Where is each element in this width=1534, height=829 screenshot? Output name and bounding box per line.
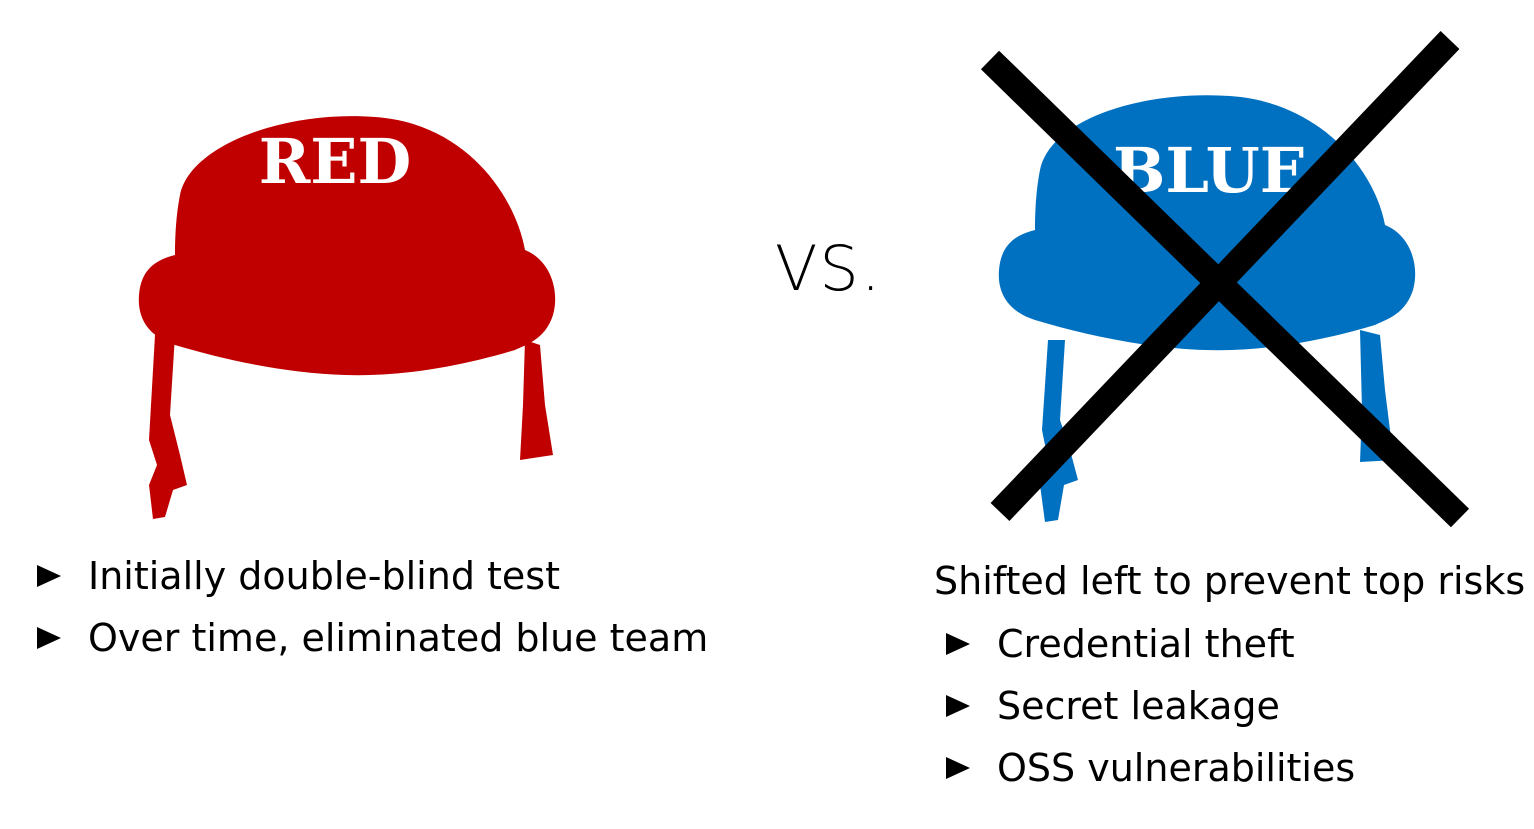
bullet-triangle-icon — [946, 695, 970, 717]
red-helmet-stencil: RED — [259, 125, 412, 198]
list-item: Credential theft — [946, 613, 1355, 675]
bullet-triangle-icon — [946, 633, 970, 655]
list-item-text: Secret leakage — [997, 684, 1280, 728]
blue-helmet-illustration: BLUE — [980, 30, 1480, 530]
blue-team-bullet-list: Credential theft Secret leakage OSS vuln… — [946, 613, 1355, 799]
red-helmet-illustration: RED — [135, 105, 560, 525]
list-item: Secret leakage — [946, 675, 1355, 737]
list-item: Initially double-blind test — [37, 545, 708, 607]
list-item-text: Credential theft — [997, 622, 1295, 666]
list-item-text: Over time, eliminated blue team — [88, 616, 709, 660]
list-item: Over time, eliminated blue team — [37, 607, 708, 669]
red-team-bullet-list: Initially double-blind test Over time, e… — [37, 545, 708, 669]
bullet-triangle-icon — [37, 627, 61, 649]
red-helmet-right-strap — [520, 340, 553, 460]
blue-team-heading: Shifted left to prevent top risks — [934, 559, 1526, 603]
list-item-text: Initially double-blind test — [88, 554, 560, 598]
bullet-triangle-icon — [946, 757, 970, 779]
list-item: OSS vulnerabilities — [946, 737, 1355, 799]
cross-out-line-2 — [990, 31, 1460, 521]
red-helmet-body — [138, 116, 556, 376]
vs-label: VS. — [775, 232, 883, 305]
red-helmet-left-strap — [149, 335, 187, 519]
bullet-triangle-icon — [37, 565, 61, 587]
list-item-text: OSS vulnerabilities — [997, 746, 1356, 790]
